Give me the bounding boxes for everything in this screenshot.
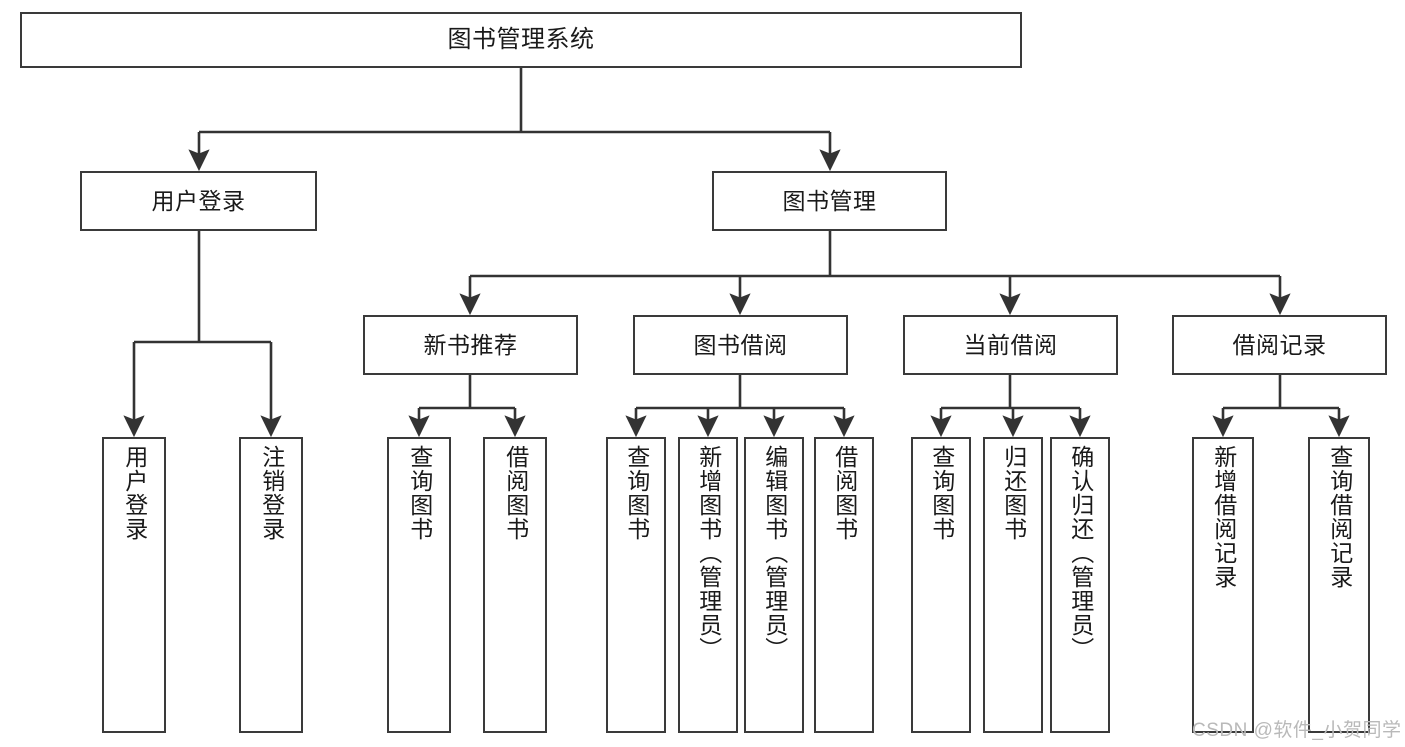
node-label: 新增图书（管理员） — [695, 445, 722, 661]
node-book-management[interactable]: 图书管理 — [712, 171, 947, 231]
csdn-watermark: CSDN @软件_小贺同学 — [1192, 720, 1402, 741]
leaf-add-book-admin[interactable]: 新增图书（管理员） — [678, 437, 738, 733]
node-root-system[interactable]: 图书管理系统 — [20, 12, 1022, 68]
node-label: 查询借阅记录 — [1326, 445, 1353, 589]
node-label: 图书管理系统 — [447, 26, 595, 54]
leaf-borrow-book-recommend[interactable]: 借阅图书 — [483, 437, 547, 733]
leaf-user-logout[interactable]: 注销登录 — [239, 437, 303, 733]
node-label: 当前借阅 — [963, 331, 1058, 358]
node-label: 图书管理 — [782, 187, 877, 214]
leaf-query-borrow-record[interactable]: 查询借阅记录 — [1308, 437, 1370, 733]
node-label: 查询图书 — [623, 445, 650, 541]
node-label: 注销登录 — [258, 445, 285, 541]
node-current-borrow[interactable]: 当前借阅 — [903, 315, 1118, 375]
leaf-query-book-borrow[interactable]: 查询图书 — [606, 437, 666, 733]
leaf-borrow-book[interactable]: 借阅图书 — [814, 437, 874, 733]
node-label: 用户登录 — [151, 187, 246, 214]
node-label: 编辑图书（管理员） — [761, 445, 788, 661]
leaf-return-book[interactable]: 归还图书 — [983, 437, 1043, 733]
node-label: 查询图书 — [406, 445, 433, 541]
node-label: 用户登录 — [121, 445, 148, 541]
node-borrow-record[interactable]: 借阅记录 — [1172, 315, 1387, 375]
leaf-add-borrow-record[interactable]: 新增借阅记录 — [1192, 437, 1254, 733]
leaf-user-login[interactable]: 用户登录 — [102, 437, 166, 733]
node-label: 归还图书 — [1000, 445, 1027, 541]
node-user-login[interactable]: 用户登录 — [80, 171, 317, 231]
leaf-query-book-recommend[interactable]: 查询图书 — [387, 437, 451, 733]
leaf-confirm-return-admin[interactable]: 确认归还（管理员） — [1050, 437, 1110, 733]
node-label: 查询图书 — [928, 445, 955, 541]
node-label: 图书借阅 — [693, 331, 788, 358]
node-label: 借阅记录 — [1232, 331, 1327, 358]
node-label: 新书推荐 — [423, 331, 518, 358]
node-label: 借阅图书 — [502, 445, 529, 541]
node-label: 确认归还（管理员） — [1067, 445, 1094, 661]
node-label: 新增借阅记录 — [1210, 445, 1237, 589]
leaf-query-book-current[interactable]: 查询图书 — [911, 437, 971, 733]
leaf-edit-book-admin[interactable]: 编辑图书（管理员） — [744, 437, 804, 733]
node-book-borrow[interactable]: 图书借阅 — [633, 315, 848, 375]
node-new-book-recommend[interactable]: 新书推荐 — [363, 315, 578, 375]
node-label: 借阅图书 — [831, 445, 858, 541]
